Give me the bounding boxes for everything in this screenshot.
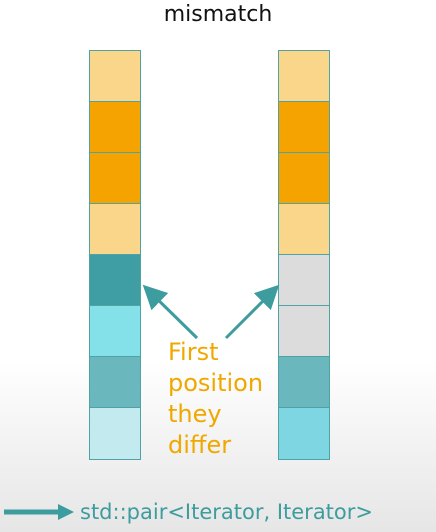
caption-line: First (168, 338, 219, 366)
caption-line: they (168, 400, 222, 428)
result-type-label: std::pair<Iterator, Iterator> (80, 500, 373, 524)
right-range-element-4 (279, 204, 329, 255)
diagram-title: mismatch (163, 2, 273, 27)
caption-line: position (168, 369, 264, 397)
left-range-element-1 (90, 51, 140, 102)
result-type-row: std::pair<Iterator, Iterator> (0, 490, 436, 532)
right-range-column (278, 50, 330, 460)
left-range-column (89, 50, 141, 460)
left-range-element-7 (90, 357, 140, 408)
left-range-element-3 (90, 153, 140, 204)
left-range-element-2 (90, 102, 140, 153)
left-range-element-4 (90, 204, 140, 255)
right-range-element-2 (279, 102, 329, 153)
caption-line: differ (168, 431, 232, 459)
left-arrow (142, 284, 199, 340)
right-range-element-7 (279, 357, 329, 408)
right-range-element-6 (279, 306, 329, 357)
right-range-element-5 (279, 255, 329, 306)
left-range-element-5 (90, 255, 140, 306)
right-arrow (224, 284, 280, 340)
left-range-element-8 (90, 408, 140, 459)
first-difference-caption: First position they differ (168, 337, 263, 461)
right-range-element-8 (279, 408, 329, 459)
right-arrow-icon (4, 504, 74, 520)
right-range-element-1 (279, 51, 329, 102)
right-range-element-3 (279, 153, 329, 204)
left-range-element-6 (90, 306, 140, 357)
